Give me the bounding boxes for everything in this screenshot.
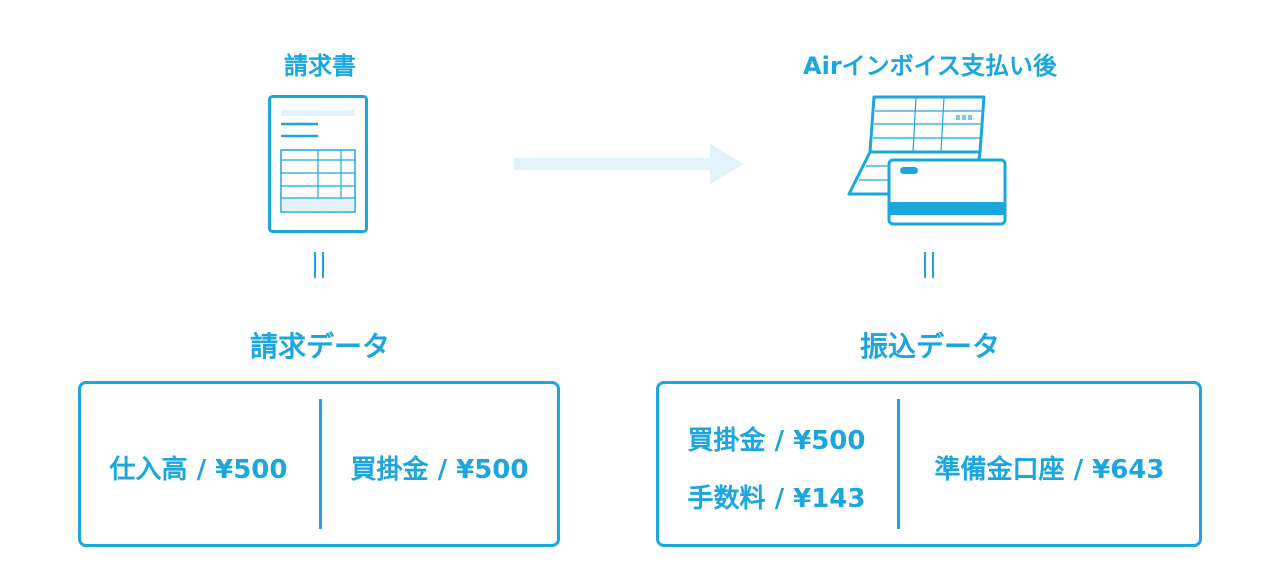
invoice-title: 請求書 <box>284 52 356 80</box>
transfer-data-box: 買掛金 / ¥500 手数料 / ¥143 準備金口座 / ¥643 <box>656 381 1202 547</box>
arrow-right-icon <box>514 144 744 184</box>
transfer-credit-entry-reserve-account: 準備金口座 / ¥643 <box>934 455 1165 485</box>
billing-debit-entry: 仕入高 / ¥500 <box>109 455 288 485</box>
billing-box-divider <box>319 399 322 529</box>
left-equals-sign <box>314 252 324 278</box>
transfer-data-title: 振込データ <box>859 330 1000 363</box>
billing-data-box: 仕入高 / ¥500 買掛金 / ¥500 <box>78 381 560 547</box>
billing-data-title: 請求データ <box>249 330 390 363</box>
transfer-debit-entry-accounts-payable: 買掛金 / ¥500 <box>687 426 866 456</box>
after-payment-title: Airインボイス支払い後 <box>803 52 1057 80</box>
billing-credit-entry: 買掛金 / ¥500 <box>350 455 529 485</box>
transfer-debit-entry-fee: 手数料 / ¥143 <box>687 484 866 514</box>
invoice-document-icon <box>268 95 368 233</box>
transfer-box-divider <box>897 399 900 529</box>
passbook-and-card-icon <box>847 95 1007 226</box>
right-equals-sign <box>924 252 934 278</box>
